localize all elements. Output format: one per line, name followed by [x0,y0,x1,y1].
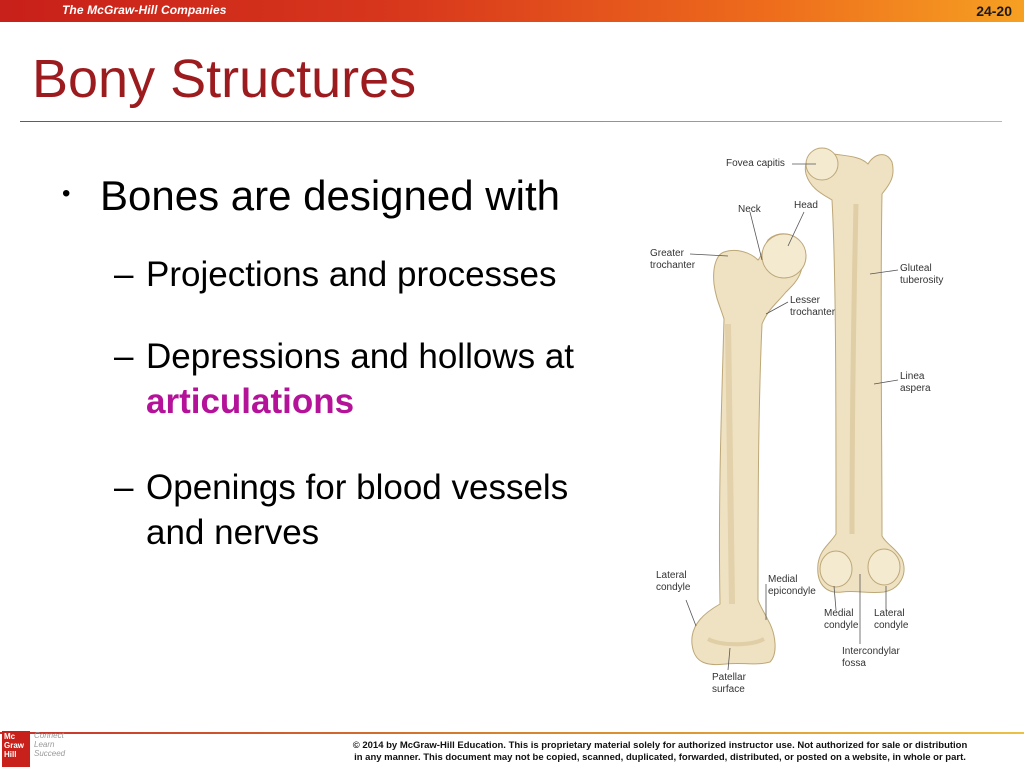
label-aspera: aspera [900,383,931,394]
label-lateral-condyle-post-a: Lateral [874,608,905,619]
label-greater: Greater [650,248,685,259]
bullet-main-text: Bones are designed with [100,172,560,219]
brand-wordmark: The McGraw-Hill Companies [62,3,227,17]
logo-line: Hill [4,750,17,759]
tagline: Connect Learn Succeed [34,731,65,758]
label-lateral-condyle-a: Lateral [656,570,687,581]
sub-bullet-text: Openings for blood vessels and nerves [146,465,568,555]
label-tuberosity: tuberosity [900,275,943,286]
label-lesser-trochanter: trochanter [790,307,836,318]
label-head: Head [794,200,818,211]
footer-divider [0,732,1024,734]
sub-bullet-line1: Depressions and hollows at [146,337,575,376]
label-lateral-condyle-b: condyle [656,582,691,593]
femur-figure: Fovea capitis Neck Head Greater trochant… [646,134,968,700]
logo-line: Graw [4,741,25,750]
label-gluteal: Gluteal [900,263,932,274]
dash-icon: – [114,255,134,294]
bullet-dot-icon: • [62,180,71,207]
label-lesser: Lesser [790,295,821,306]
label-neck: Neck [738,204,762,215]
copyright-line-2: in any manner. This document may not be … [354,752,966,763]
sub-bullet-line2: and nerves [146,513,320,552]
dash-icon: – [114,337,134,376]
label-lateral-condyle-post-b: condyle [874,620,909,631]
logo-line: Mc [4,732,16,741]
leader-lines [685,163,899,671]
copyright-notice: © 2014 by McGraw-Hill Education. This is… [305,740,1015,764]
tagline-line: Succeed [34,749,66,758]
label-medial-condyle-b: condyle [824,620,859,631]
header-bar: The McGraw-Hill Companies 24-20 [0,0,1024,22]
label-fossa: fossa [842,658,866,669]
label-intercondylar: Intercondylar [842,646,900,657]
label-medial-epicondyle-a: Medial [768,574,797,585]
label-medial-epicondyle-b: epicondyle [768,586,816,597]
label-linea: Linea [900,371,925,382]
label-greater-trochanter: trochanter [650,260,696,271]
title-divider [20,121,1002,122]
slide-number: 24-20 [976,3,1012,19]
femur-illustration: Fovea capitis Neck Head Greater trochant… [646,134,968,700]
sub-bullet-text: Depressions and hollows at articulations [146,334,574,424]
slide-title: Bony Structures [32,49,417,109]
label-medial-condyle-a: Medial [824,608,853,619]
tagline-line: Learn [34,740,55,749]
highlight-term: articulations [146,382,355,421]
posterior-femur [804,147,905,594]
dash-icon: – [114,468,134,507]
label-fovea-capitis: Fovea capitis [726,158,785,169]
label-patellar: Patellar [712,672,747,683]
tagline-line: Connect [34,731,64,740]
label-surface: surface [712,684,745,695]
sub-bullet-line1: Openings for blood vessels [146,468,569,507]
copyright-line-1: © 2014 by McGraw-Hill Education. This is… [352,740,968,751]
mcgraw-hill-logo: Mc Graw Hill [2,731,30,767]
sub-bullet-text: Projections and processes [146,255,557,294]
